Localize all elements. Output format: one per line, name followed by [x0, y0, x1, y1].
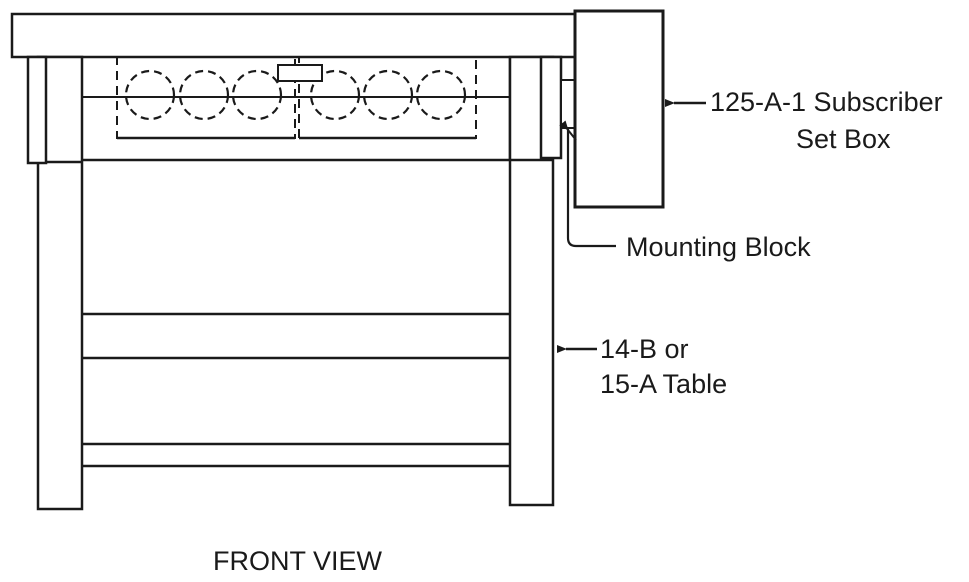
mounting-block-label: Mounting Block: [626, 232, 811, 262]
key-circle: [178, 69, 230, 121]
latch: [277, 64, 323, 82]
key-circle: [415, 69, 467, 121]
key-circle: [309, 69, 361, 121]
lower-rails: [82, 312, 510, 468]
key-circle: [362, 69, 414, 121]
mounting-block-arrow: [559, 120, 577, 141]
subscriber-box-label-line1: 125-A-1 Subscriber: [710, 87, 943, 117]
left-leg: [26, 55, 84, 511]
right-leg: [508, 55, 563, 507]
key-circles: [124, 69, 467, 121]
table-label-line2: 15-A Table: [600, 369, 727, 399]
key-circle: [231, 69, 283, 121]
table-top: [10, 12, 580, 59]
mounting-block-leader: [566, 128, 616, 248]
figure-caption: FRONT VIEW: [213, 546, 383, 576]
key-circle: [124, 69, 176, 121]
table-label-line1: 14-B or: [600, 334, 689, 364]
subscriber-set-box: [573, 9, 665, 209]
mounting-block: [560, 79, 576, 129]
subscriber-box-label-line2: Set Box: [796, 124, 891, 154]
